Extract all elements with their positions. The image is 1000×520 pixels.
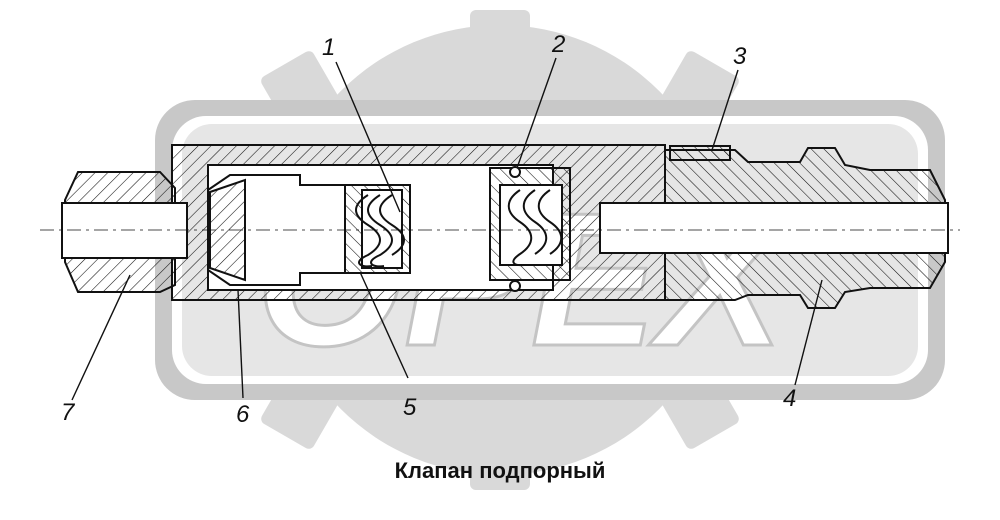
callout-4: 4: [783, 385, 796, 412]
o-ring-top: [509, 166, 521, 178]
spring-inner: [507, 189, 563, 267]
valve-body: [40, 144, 960, 309]
nut-3: [669, 145, 731, 161]
callout-7: 7: [61, 399, 76, 426]
callout-3: 3: [733, 43, 747, 70]
callout-2: 2: [551, 31, 565, 58]
callout-1: 1: [322, 34, 335, 61]
left-bore: [61, 202, 188, 259]
o-ring-bottom: [509, 280, 521, 292]
plunger-head: [209, 178, 246, 282]
leader-lines: [71, 57, 823, 401]
spring-1: [355, 194, 405, 268]
figure-caption: Клапан подпорный: [394, 458, 606, 483]
callout-5: 5: [403, 394, 417, 421]
right-bore: [599, 202, 949, 254]
callout-6: 6: [236, 401, 250, 428]
